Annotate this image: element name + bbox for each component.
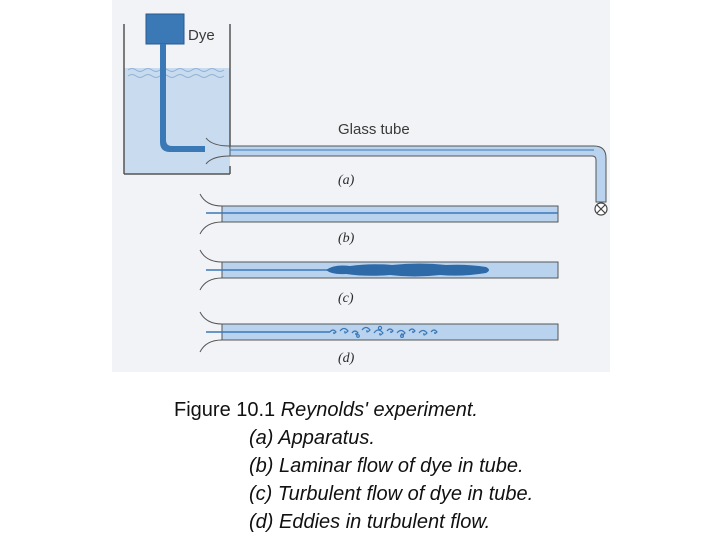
water-surface <box>127 68 225 78</box>
dye-reservoir <box>145 13 205 152</box>
caption-heading: Figure 10.1 Reynolds' experiment. <box>174 396 714 424</box>
dye-label: Dye <box>188 27 215 44</box>
panel-a-label: (a) <box>338 173 355 188</box>
glass-tube-label: Glass tube <box>338 121 410 138</box>
caption-item-b: (b) Laminar flow of dye in tube. <box>249 455 524 477</box>
figure-title: Reynolds' experiment. <box>275 399 478 421</box>
tube-turbulent <box>199 249 559 291</box>
glass-tube <box>205 137 607 203</box>
diagram-background <box>112 0 610 372</box>
caption-item-a: (a) Apparatus. <box>249 427 375 449</box>
panel-b-label: (b) <box>338 231 355 246</box>
caption-item-c: (c) Turbulent flow of dye in tube. <box>249 483 534 505</box>
eddy-swirls <box>329 325 438 339</box>
tube-eddies <box>199 311 559 353</box>
figure-caption: Figure 10.1 Reynolds' experiment. (a) Ap… <box>174 396 714 536</box>
panel-d-label: (d) <box>338 351 355 366</box>
water-tank <box>123 24 231 175</box>
turbulent-dye-cloud <box>326 263 489 277</box>
reynolds-apparatus-diagram: Dye Glass tube (a) (b) (c) <box>112 0 610 372</box>
tube-valve <box>594 202 608 216</box>
tube-laminar <box>199 193 559 235</box>
caption-item-d: (d) Eddies in turbulent flow. <box>249 511 491 533</box>
panel-c-label: (c) <box>338 291 354 306</box>
figure-number: Figure 10.1 <box>174 399 276 421</box>
